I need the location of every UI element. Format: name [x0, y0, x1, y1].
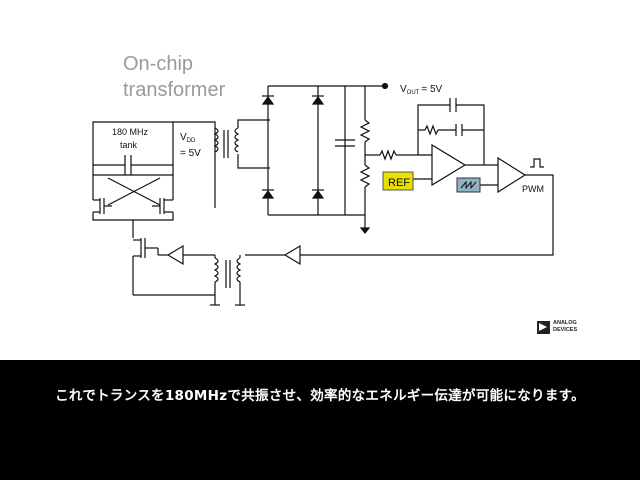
bridge-rectifier — [261, 85, 346, 216]
error-amplifier — [365, 82, 498, 187]
tank-freq-label: 180 MHz — [112, 127, 149, 137]
title-line-2: transformer — [123, 79, 226, 101]
cross-coupled-pair — [92, 198, 174, 238]
vdd-label: VDD — [180, 132, 196, 144]
tank-label: tank — [120, 140, 138, 150]
tank-circuit — [92, 121, 216, 208]
vout-label: VOUT= 5V — [400, 84, 443, 96]
subtitle-text: これでトランスを180MHzで共振させ、効率的なエネルギー伝達が可能になります。 — [55, 388, 585, 404]
slide: On-chip transformer — [0, 0, 640, 360]
logo-text: ANALOG DEVICES — [553, 320, 578, 333]
circuit-schematic: REF 180 MHz tank VDD = 5V VOUT= 5V PWM — [92, 82, 554, 306]
on-chip-transformer — [213, 119, 270, 169]
subtitle-bar: これでトランスを180MHzで共振させ、効率的なエネルギー伝達が可能になります。 — [0, 360, 640, 480]
ref-label: REF — [388, 177, 410, 189]
analog-devices-logo-icon — [537, 321, 550, 334]
feedback-path — [157, 244, 301, 266]
analog-devices-logo: ANALOG DEVICES — [537, 320, 591, 336]
slide-title: On-chip transformer — [123, 51, 225, 103]
ramp-icon — [460, 180, 477, 190]
ref-block — [382, 171, 414, 191]
vdd-value: = 5V — [180, 148, 201, 159]
output-filter — [335, 85, 371, 234]
bias-transistor — [132, 238, 215, 296]
pwm-label: PWM — [522, 184, 544, 194]
isolation-transformer — [210, 255, 245, 306]
title-line-1: On-chip — [123, 53, 194, 75]
pwm-comparator — [300, 156, 554, 256]
